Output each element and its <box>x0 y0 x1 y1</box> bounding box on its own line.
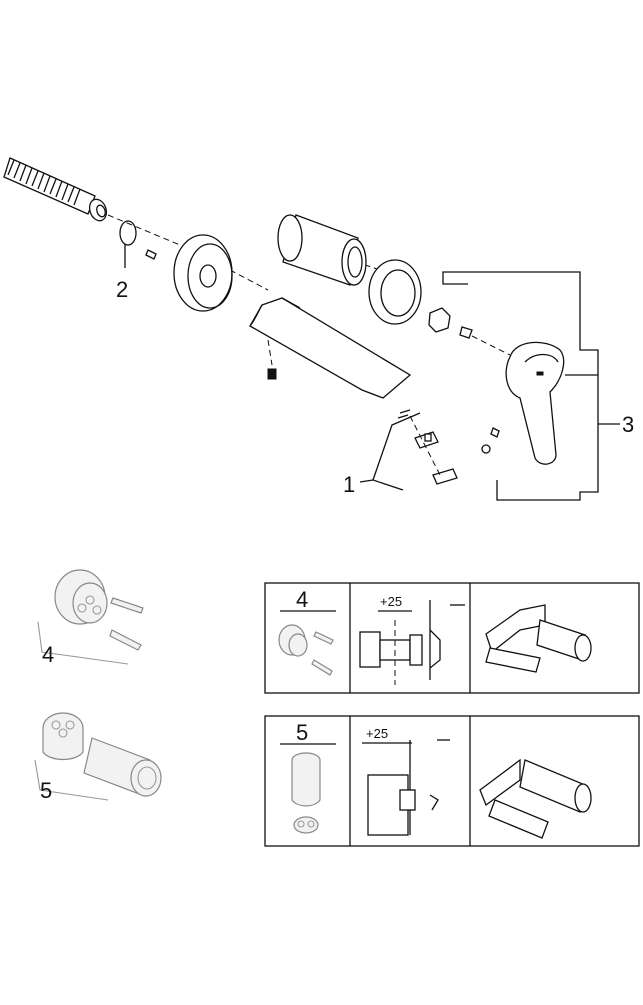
callout-5: 5 <box>40 778 52 803</box>
callout-3: 3 <box>622 412 634 437</box>
flexible-hose <box>3 157 108 222</box>
panel4-number: 4 <box>296 587 308 612</box>
lever-handle <box>481 341 565 465</box>
mounting-kit-4 <box>54 569 144 651</box>
bracket-4 <box>37 621 129 665</box>
callout-4: 4 <box>42 642 54 667</box>
bracket-5 <box>34 759 109 801</box>
panel5-dimension: +25 <box>366 726 388 741</box>
installation-panel-5: 5 +25 <box>264 715 640 847</box>
valve-adapter <box>428 307 511 356</box>
panel5-number: 5 <box>296 720 308 745</box>
small-screw <box>145 249 157 260</box>
cartridge-kit-5 <box>42 712 162 797</box>
escutcheon-rosette <box>173 234 233 312</box>
panel4-dimension: +25 <box>380 594 402 609</box>
aerator-parts <box>397 409 458 485</box>
cover-ring <box>368 259 422 325</box>
callout-1: 1 <box>343 472 355 497</box>
spout <box>249 297 412 399</box>
o-ring <box>119 220 137 246</box>
installation-panel-4: 4 +25 <box>264 582 640 694</box>
sleeve-cylinder <box>277 214 367 286</box>
bracket-3 <box>442 271 599 501</box>
bracket-1 <box>372 412 421 491</box>
callout-2: 2 <box>116 277 128 302</box>
